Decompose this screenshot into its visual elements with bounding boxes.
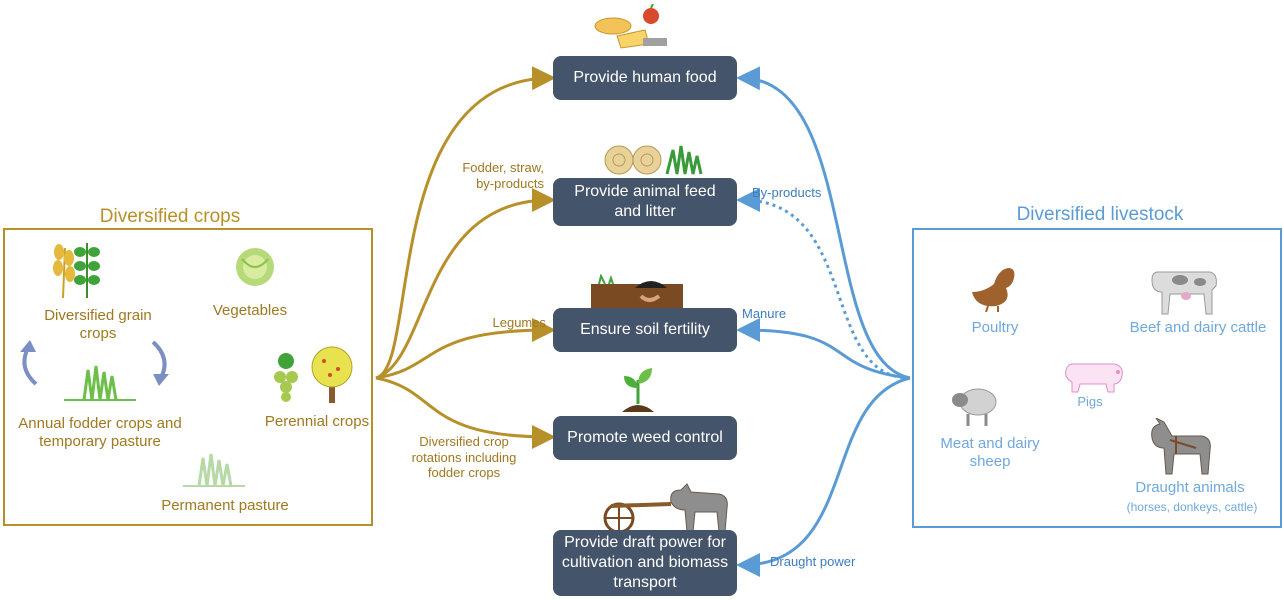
rotation-arrow-left-icon: [20, 340, 38, 386]
crops-box: [3, 228, 373, 526]
arrow-crops-soil: [375, 318, 556, 380]
arrow-livestock-food: [736, 66, 911, 380]
flow-label-draught-power: Draught power: [770, 554, 856, 569]
food-icon: [594, 4, 667, 49]
label-perennial-crops: Perennial crops: [264, 413, 370, 430]
livestock-box: [912, 228, 1282, 528]
perennial-crops-icon: [274, 346, 353, 403]
flow-label-byproducts: By-products: [752, 185, 822, 200]
pig-icon: [1065, 363, 1123, 393]
node-draft-power: Provide draft power for cultivation and …: [553, 530, 737, 596]
fodder-grass-icon: [64, 365, 136, 401]
label-cattle: Beef and dairy cattle: [1129, 319, 1267, 336]
permanent-grass-icon: [183, 453, 245, 487]
label-poultry: Poultry: [971, 319, 1019, 336]
node-weed-control: Promote weed control: [553, 416, 737, 460]
node-human-food: Provide human food: [553, 56, 737, 100]
node-soil-fertility: Ensure soil fertility: [553, 308, 737, 352]
node-animal-feed: Provide animal feed and litter: [553, 178, 737, 226]
soil-icon: [591, 274, 683, 308]
crops-title: Diversified crops: [99, 206, 241, 227]
cattle-icon: [1151, 271, 1217, 315]
draft-cart-icon: [603, 483, 728, 534]
donkey-icon: [1151, 418, 1211, 475]
sprout-icon: [622, 368, 654, 412]
rotation-arrow-right-icon: [151, 340, 169, 386]
label-draught-sub: (horses, donkeys, cattle): [1126, 500, 1258, 514]
arrow-crops-weed: [375, 376, 556, 449]
label-draught-animals: Draught animals: [1135, 479, 1245, 496]
grain-crops-icon: [53, 243, 100, 299]
arrow-crops-food: [375, 66, 556, 380]
poultry-icon: [972, 268, 1015, 312]
flow-label-fodder: Fodder, straw, by-products: [462, 160, 544, 191]
label-vegetables: Vegetables: [212, 302, 288, 319]
sheep-icon: [952, 388, 997, 426]
label-permanent-pasture: Permanent pasture: [161, 497, 289, 514]
flow-label-rotations: Diversified crop rotations including fod…: [411, 434, 517, 481]
arrow-livestock-feed: [736, 188, 911, 380]
livestock-title: Diversified livestock: [1016, 204, 1184, 225]
arrow-livestock-draft: [736, 376, 911, 577]
arrow-livestock-soil: [736, 318, 911, 380]
cabbage-icon: [236, 248, 274, 286]
feed-icon: [604, 145, 703, 175]
label-annual-fodder: Annual fodder crops and temporary pastur…: [18, 415, 182, 450]
label-grain-crops: Diversified grain crops: [44, 307, 152, 342]
label-pigs: Pigs: [1077, 394, 1103, 409]
flow-label-legumes: Legumes: [492, 315, 546, 330]
flow-label-manure: Manure: [742, 306, 787, 321]
label-sheep: Meat and dairy sheep: [940, 435, 1040, 470]
arrow-crops-feed: [375, 188, 556, 380]
